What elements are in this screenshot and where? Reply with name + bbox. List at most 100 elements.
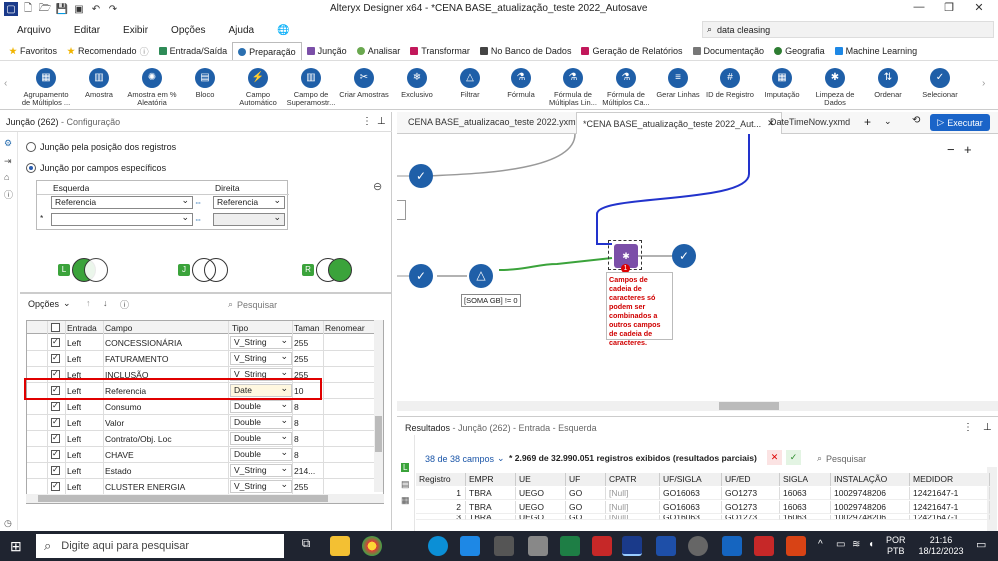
tag-icon[interactable]: ⌂ — [4, 172, 10, 182]
tool-gerar-linhas[interactable]: ≡Gerar Linhas — [652, 68, 704, 99]
menu-ajuda[interactable]: Ajuda — [228, 24, 255, 36]
results-col-header[interactable]: Registro — [416, 473, 466, 486]
maximize-button[interactable]: ❐ — [944, 2, 954, 14]
results-col-header[interactable]: UF — [566, 473, 606, 486]
radio-button[interactable] — [26, 142, 36, 152]
select-tool-node[interactable]: ✓ — [409, 164, 433, 188]
new-file-icon[interactable]: 🗋 — [23, 2, 33, 14]
gear-icon[interactable]: ⚙ — [4, 138, 13, 148]
file-explorer-icon[interactable] — [330, 536, 350, 556]
include-checkbox[interactable] — [51, 385, 60, 395]
tab-banco-de-dados[interactable]: No Banco de Dados — [475, 42, 577, 60]
chevron-down-icon[interactable]: ⌄ — [884, 116, 892, 126]
close-icon[interactable]: ✕ — [767, 118, 775, 128]
results-search-input[interactable]: ⌕Pesquisar — [817, 453, 866, 464]
save-icon[interactable]: 💾 — [55, 3, 69, 15]
doc-tab-2[interactable]: *CENA BASE_atualização_teste 2022_Aut...… — [576, 112, 782, 134]
tool-filtrar[interactable]: △Filtrar — [444, 68, 496, 99]
include-checkbox[interactable] — [51, 465, 60, 475]
info-icon[interactable]: ⓘ — [120, 300, 130, 310]
field-row[interactable]: LeftConsumoDouble8 — [27, 399, 383, 415]
run-button[interactable]: ▷Executar — [930, 114, 990, 131]
field-type-select[interactable]: V_String — [230, 367, 292, 381]
select-tool-node-3[interactable]: ✓ — [672, 244, 696, 268]
menu-editar[interactable]: Editar — [73, 24, 101, 36]
tool-ordenar[interactable]: ⇅Ordenar — [862, 68, 914, 99]
results-col-header[interactable]: UF/SIGLA — [660, 473, 722, 486]
tab-preparacao[interactable]: Preparação — [232, 42, 302, 60]
right-field-select[interactable]: Referencia — [213, 195, 285, 209]
wifi-icon[interactable]: ≋ — [852, 539, 861, 550]
word-icon[interactable] — [656, 536, 676, 556]
task-view-icon[interactable]: ⧉ — [301, 536, 311, 550]
doc-tab-3[interactable]: DateTimeNow.yxmd — [764, 112, 856, 132]
tool-selecionar[interactable]: ✓Selecionar — [914, 68, 966, 99]
include-checkbox[interactable] — [51, 401, 60, 411]
field-type-select[interactable]: Double — [230, 447, 292, 461]
results-col-header[interactable]: INSTALAÇÃO — [831, 473, 910, 486]
canvas-hscrollbar[interactable] — [397, 401, 998, 411]
field-type-select[interactable]: V_String — [230, 335, 292, 349]
move-up-icon[interactable]: ↑ — [86, 298, 91, 308]
tool-exclusivo[interactable]: ❄Exclusivo — [391, 68, 443, 99]
close-button[interactable]: ✕ — [974, 2, 984, 14]
tool-formula[interactable]: ⚗Fórmula — [495, 68, 547, 99]
right-field-new[interactable] — [213, 212, 285, 226]
include-checkbox[interactable] — [51, 353, 60, 363]
menu-opcoes[interactable]: Opções — [171, 24, 206, 36]
include-checkbox[interactable] — [51, 417, 60, 427]
search-input[interactable]: ⌕ data cleasing — [702, 21, 994, 38]
open-folder-icon[interactable]: 🗁 — [38, 2, 52, 14]
include-checkbox[interactable] — [51, 337, 60, 347]
zoom-out-button[interactable]: − — [947, 142, 955, 157]
ribbon-left-arrow[interactable]: ‹ — [4, 78, 8, 89]
check-icon[interactable]: ✓ — [786, 450, 801, 465]
tool-id-registro[interactable]: #ID de Registro — [704, 68, 756, 99]
pin-icon[interactable]: ⊥ — [983, 422, 992, 433]
filter-tool-node[interactable]: △ — [469, 264, 493, 288]
tab-analisar[interactable]: Analisar — [352, 42, 406, 60]
network-icon[interactable]: ▭ — [836, 539, 846, 550]
field-type-select[interactable]: V_String — [230, 351, 292, 365]
info-icon[interactable]: ⓘ — [4, 190, 14, 200]
tool-limpeza-dados[interactable]: ✱Limpeza de Dados — [809, 68, 861, 107]
outlook-icon[interactable] — [722, 536, 742, 556]
ribbon-right-arrow[interactable]: › — [982, 78, 986, 89]
remove-icon[interactable]: ⊖ — [373, 181, 383, 193]
field-search-input[interactable]: ⌕Pesquisar — [228, 299, 277, 310]
doc-tab-1[interactable]: CENA BASE_atualizacao_teste 2022.yxmd — [402, 112, 587, 132]
menu-arquivo[interactable]: Arquivo — [17, 24, 51, 36]
fields-hscrollbar[interactable] — [26, 494, 384, 503]
options-dropdown[interactable]: Opções⌄ — [28, 298, 71, 309]
powerpoint-icon[interactable] — [786, 536, 806, 556]
save-all-icon[interactable]: ▣ — [74, 3, 84, 15]
layout-icon[interactable]: ▦ — [401, 495, 410, 505]
left-output-icon[interactable]: L — [401, 463, 410, 472]
results-col-header[interactable]: MEDIDOR — [910, 473, 990, 486]
radio-button[interactable] — [26, 163, 36, 173]
results-col-header[interactable]: EMPR — [466, 473, 516, 486]
select-all-checkbox[interactable] — [51, 323, 60, 332]
redo-icon[interactable]: ↷ — [108, 3, 118, 15]
field-row[interactable]: LeftEstadoV_String214... — [27, 463, 383, 479]
globe-icon[interactable]: 🌐 — [277, 24, 290, 36]
arrow-icon[interactable]: ⇥ — [4, 156, 12, 166]
results-col-header[interactable]: UF/ED — [722, 473, 780, 486]
radio-by-fields[interactable]: Junção por campos específicos — [26, 163, 166, 173]
field-type-select[interactable]: Date — [230, 383, 292, 397]
tool-agrupamento[interactable]: ▦Agrupamento de Múltiplos ... — [20, 68, 72, 107]
results-col-header[interactable]: UE — [516, 473, 566, 486]
chrome-icon[interactable] — [362, 536, 382, 556]
tray-chevron-icon[interactable]: ^ — [818, 539, 823, 550]
workflow-canvas[interactable]: ✓ ✓ △ [SOMA GB] != 0 ✱ 1 Campos de cadei… — [397, 134, 998, 412]
taskbar-search[interactable]: ⌕Digite aqui para pesquisar — [36, 534, 284, 558]
tool-campo-automatico[interactable]: ⚡Campo Automático — [232, 68, 284, 107]
more-options-icon[interactable]: ⋮ — [963, 422, 973, 433]
field-type-select[interactable]: Double — [230, 399, 292, 413]
